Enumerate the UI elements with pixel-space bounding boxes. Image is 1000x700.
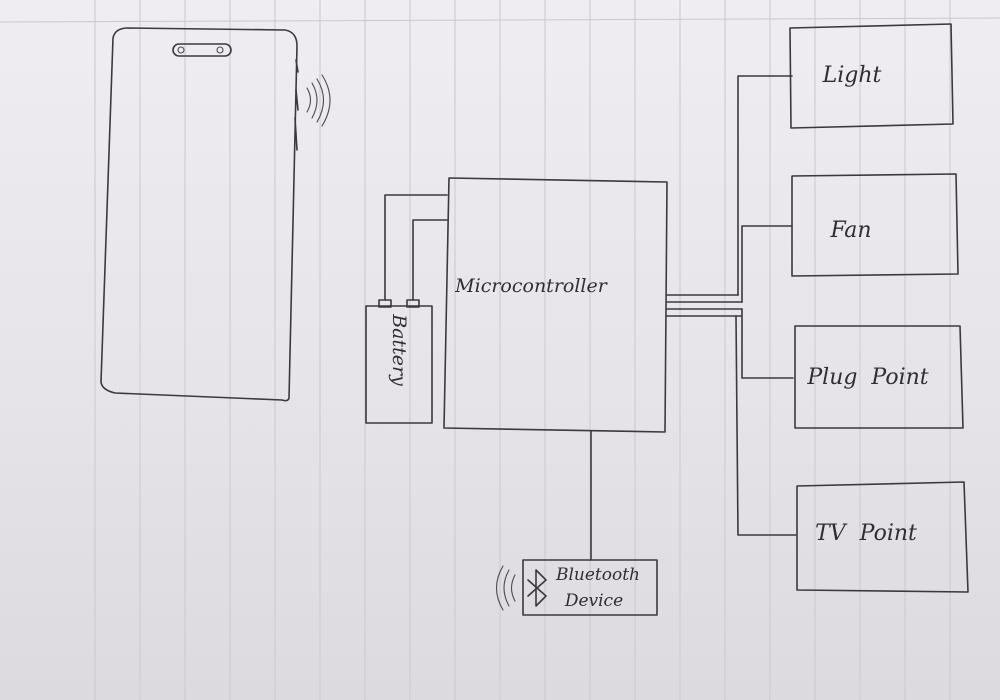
fan-label: Fan xyxy=(829,218,871,243)
plug-point-block: Plug Point xyxy=(794,325,964,429)
tv-point-block: TV Point xyxy=(796,481,969,593)
battery-block: Battery xyxy=(365,299,433,424)
bluetooth-label-line2: Device xyxy=(564,591,623,611)
smartphone-icon xyxy=(100,27,299,402)
output-wires xyxy=(666,75,797,536)
bluetooth-icon xyxy=(527,569,547,607)
bluetooth-label-line1: Bluetooth xyxy=(555,565,640,585)
fan-block: Fan xyxy=(791,173,959,277)
light-label: Light xyxy=(822,63,882,88)
signal-waves-icon xyxy=(306,74,331,127)
bluetooth-device-block: Bluetooth Device xyxy=(495,559,658,616)
microcontroller-block: Microcontroller xyxy=(443,177,668,433)
light-block: Light xyxy=(789,23,954,129)
tv-point-label: TV Point xyxy=(815,521,917,546)
battery-wires xyxy=(384,194,448,301)
battery-label: Battery xyxy=(388,313,410,386)
microcontroller-label: Microcontroller xyxy=(454,275,609,297)
signal-waves-icon xyxy=(495,565,516,611)
plug-point-label: Plug Point xyxy=(806,365,928,390)
